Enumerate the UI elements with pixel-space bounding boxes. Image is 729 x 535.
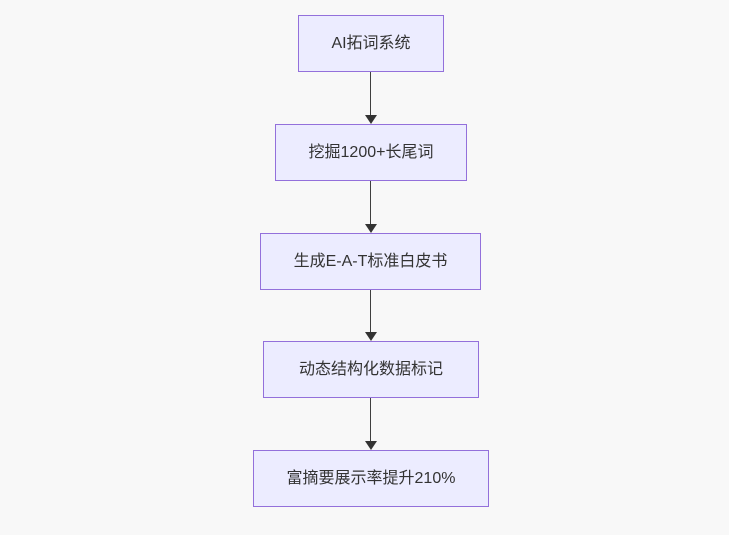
flow-node-label: 挖掘1200+长尾词: [308, 143, 434, 161]
edge-line: [369, 72, 372, 115]
flow-node-rich-snippet-result: 富摘要展示率提升210%: [253, 450, 489, 507]
edge-line: [369, 398, 372, 441]
arrow-down-icon: [364, 224, 377, 233]
flow-node-label: 动态结构化数据标记: [298, 360, 443, 378]
arrow-down-icon: [364, 115, 377, 124]
flow-edge-3-4: [364, 398, 377, 450]
flow-node-ai-keyword-system: AI拓词系统: [298, 15, 444, 72]
edge-line: [369, 181, 372, 224]
flow-edge-0-1: [364, 72, 377, 124]
flow-edge-2-3: [364, 290, 377, 341]
arrow-down-icon: [364, 441, 377, 450]
flow-node-label: 生成E-A-T标准白皮书: [293, 252, 448, 270]
flow-node-eat-whitepaper: 生成E-A-T标准白皮书: [260, 233, 481, 290]
flow-node-longtail-mining: 挖掘1200+长尾词: [275, 124, 467, 181]
flow-edge-1-2: [364, 181, 377, 233]
flow-node-label: 富摘要展示率提升210%: [286, 469, 456, 487]
edge-line: [369, 290, 372, 332]
flow-node-structured-data-markup: 动态结构化数据标记: [263, 341, 479, 398]
flow-node-label: AI拓词系统: [331, 34, 411, 52]
arrow-down-icon: [364, 332, 377, 341]
